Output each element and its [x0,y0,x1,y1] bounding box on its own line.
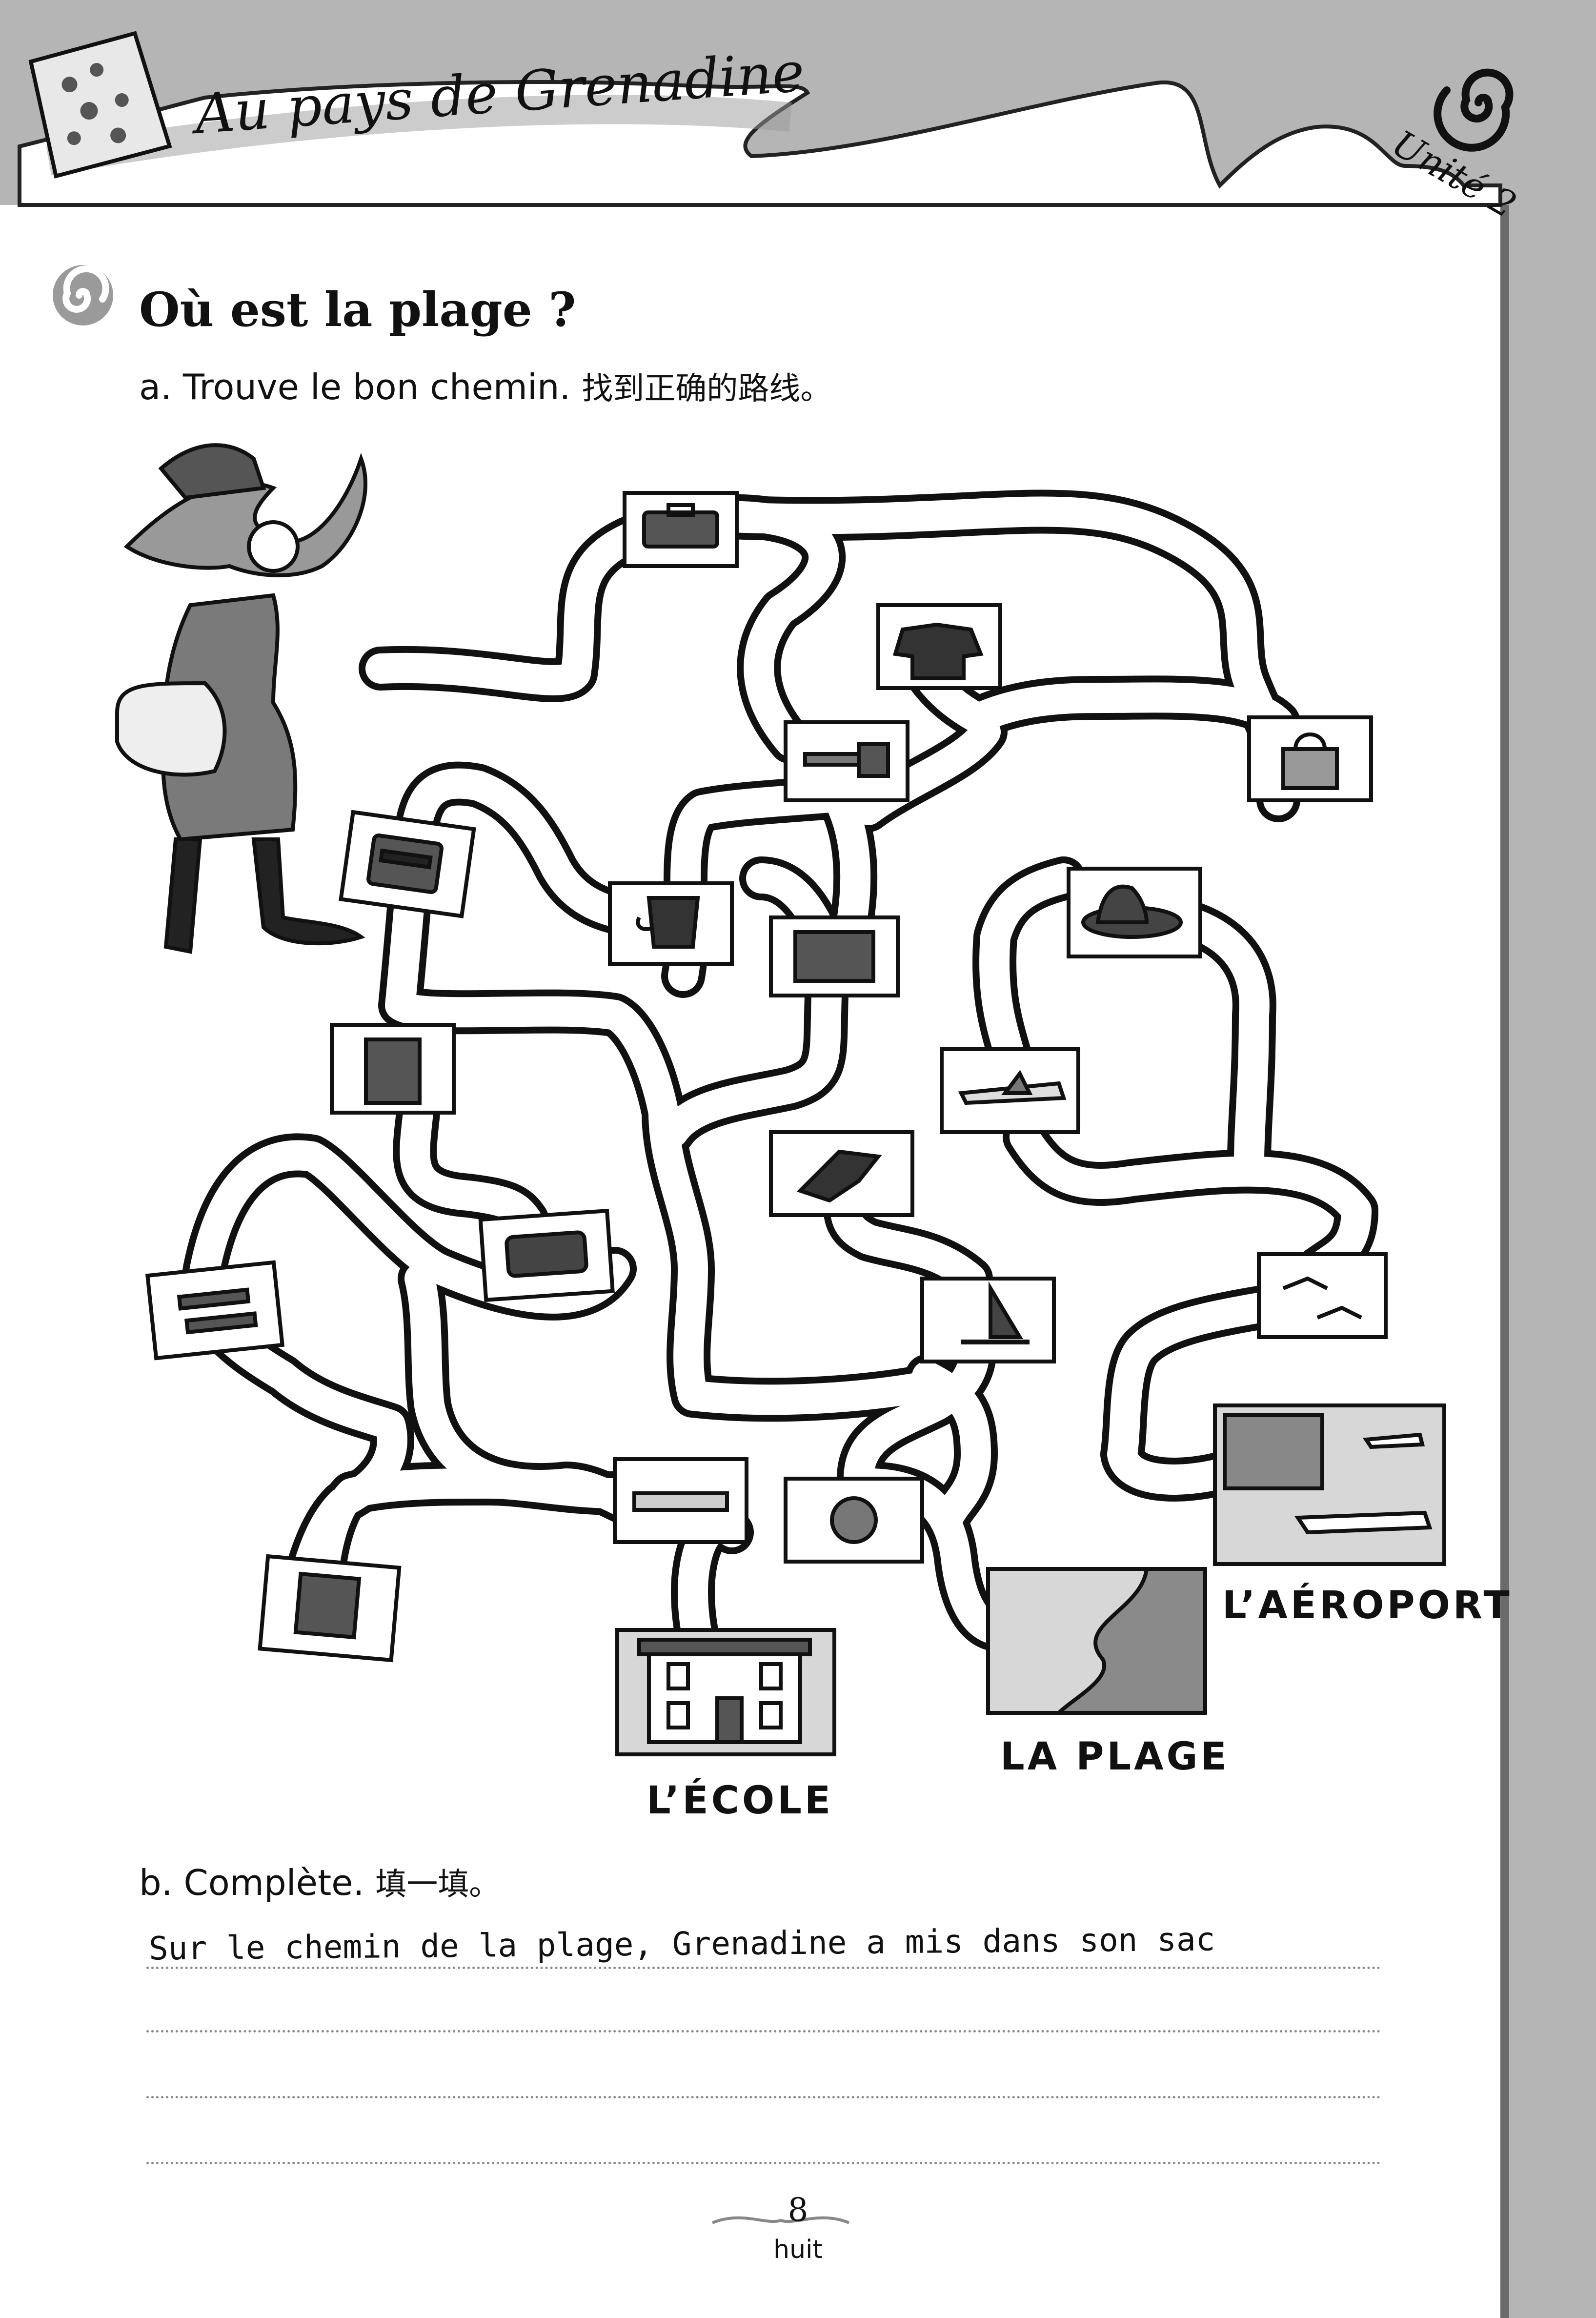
airport-image [1213,1403,1446,1566]
instruction-b: b. Complète. 填一填。 [139,1859,500,1904]
shovel-tile [784,720,909,802]
bucket-icon [636,896,700,949]
sweater-icon [892,622,984,680]
hat-tile [1067,867,1202,958]
hat-icon [1081,884,1183,939]
swimsuit-tile [769,1130,914,1217]
suitcase-tile [623,491,739,568]
birds-icon [1282,1276,1362,1320]
birds-tile [1257,1252,1388,1339]
ruler-tile [613,1457,748,1544]
pens-icon [177,1287,258,1335]
book-icon [293,1571,362,1640]
airplane-icon [958,1070,1067,1105]
boat-tile [920,1277,1056,1363]
handbag-icon [1281,732,1339,790]
page-number: 8 [788,2191,808,2229]
instruction-a-chinese: 找到正确的路线。 [582,371,832,407]
schoolbag-tile [339,810,476,918]
pencil-case-icon [505,1230,588,1278]
schoolbag-icon [366,834,444,894]
beach-image [986,1567,1207,1715]
answer-line-1[interactable] [146,1967,1381,1969]
airplane-tile [940,1047,1080,1134]
notebook-icon [364,1037,422,1105]
pens-tile [145,1260,285,1361]
answer-line-3[interactable] [146,2096,1381,2098]
school-image [615,1628,836,1756]
boat-icon [961,1281,1030,1344]
handbag-tile [1247,715,1373,802]
instruction-b-label: b. Complète. [139,1862,364,1903]
school-label: L’ÉCOLE [646,1779,834,1823]
pencil-case-tile [478,1208,615,1302]
shovel-icon [803,742,890,778]
instruction-b-chinese: 填一填。 [375,1867,501,1903]
book-tile [258,1554,402,1663]
ball-tile [784,1477,924,1564]
answer-line-4[interactable] [146,2162,1381,2164]
ball-icon [830,1496,878,1544]
suitcase-icon [642,503,719,549]
airport-label: L’AÉROPORT [1222,1584,1513,1627]
answer-line-2[interactable] [146,2030,1381,2033]
exercise-bullet-icon [53,265,113,325]
witch-character [115,443,367,954]
ruler-icon [632,1491,729,1512]
bucket-tile [608,881,734,966]
towel-icon [793,930,875,983]
beach-label: LA PLAGE [1000,1735,1230,1779]
page-edge [1500,205,1509,2318]
instruction-a-label: a. Trouve le bon chemin. [139,366,571,407]
page-number-word: huit [773,2235,823,2264]
notebook-tile [330,1023,456,1115]
swimsuit-icon [796,1149,882,1203]
exercise-title: Où est la plage ? [139,282,576,337]
spiral-icon [1434,68,1514,152]
towel-tile [769,915,900,997]
instruction-a: a. Trouve le bon chemin. 找到正确的路线。 [139,364,831,408]
sweater-tile [876,603,1002,690]
map-icon [28,31,172,179]
